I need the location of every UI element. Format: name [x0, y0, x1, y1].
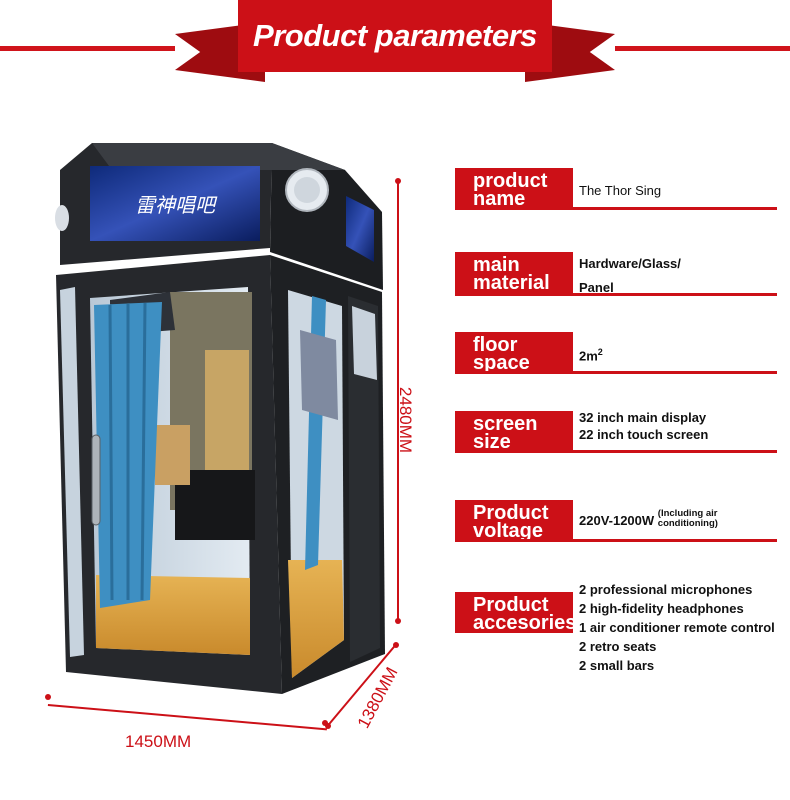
list-item: 2 small bars — [579, 658, 655, 673]
param-value-list: 2 professional microphones 2 high-fideli… — [579, 580, 775, 675]
header-rule-left — [0, 46, 175, 51]
width-dim-label: 1450MM — [125, 732, 192, 751]
booth-sign-screen — [90, 166, 260, 241]
list-item: 2 professional microphones — [579, 582, 753, 597]
karaoke-booth-image: 雷神唱吧 — [55, 143, 385, 694]
list-item: 1 air conditioner remote control — [579, 620, 775, 635]
width-dim-left-dot — [45, 694, 51, 700]
height-dim-line — [397, 182, 399, 620]
header-rule-right — [615, 46, 790, 51]
param-value: The Thor Sing — [579, 183, 662, 198]
depth-dim-top-dot — [393, 642, 399, 648]
page-title: Product parameters — [253, 18, 537, 53]
booth-sign-text: 雷神唱吧 — [135, 193, 218, 217]
height-dim-label: 2480MM — [396, 386, 416, 454]
list-item: 2 retro seats — [579, 639, 657, 654]
booth-door-handle — [91, 434, 101, 526]
header-banner: Product parameters — [238, 0, 552, 72]
param-value: 2m2 — [579, 347, 603, 364]
param-value: Hardware/Glass/Panel — [579, 256, 681, 295]
height-dim-top-dot — [395, 178, 401, 184]
list-item: 2 high-fidelity headphones — [579, 601, 744, 616]
height-dim-bottom-dot — [395, 618, 401, 624]
depth-dim-bottom-dot — [325, 723, 331, 729]
